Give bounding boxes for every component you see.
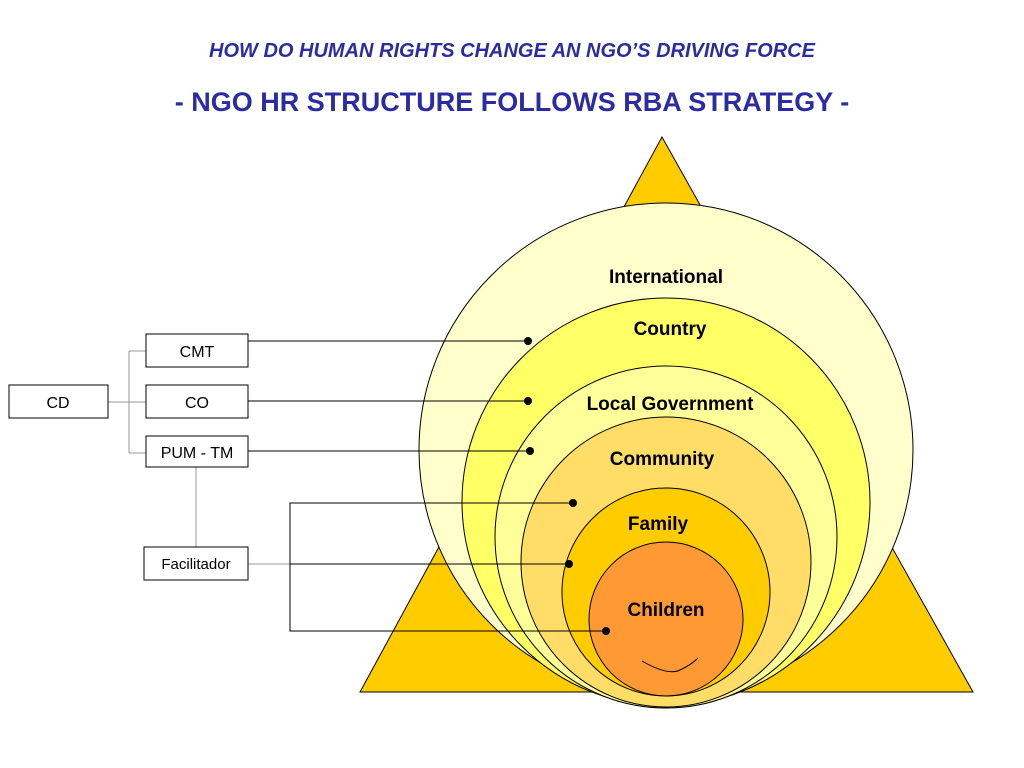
pointer-dot-community — [569, 499, 577, 507]
pointer-dot-children — [602, 627, 610, 635]
facilitador-label: Facilitador — [161, 556, 230, 573]
cd-box: CD — [8, 384, 109, 419]
pointer-dots — [524, 337, 610, 635]
cmt-label: CMT — [180, 344, 215, 361]
international-label: International — [609, 267, 723, 288]
diagram-subtitle: - NGO HR STRUCTURE FOLLOWS RBA STRATEGY … — [174, 87, 850, 117]
co-box: CO — [145, 384, 249, 419]
country-label: Country — [634, 319, 707, 340]
pointer-dot-family — [565, 560, 573, 568]
org-tree-connectors — [108, 350, 290, 565]
family-label: Family — [628, 514, 689, 535]
pointer-dot-international — [524, 337, 532, 345]
cmt-box: CMT — [145, 333, 249, 368]
pointer-dot-country — [524, 397, 532, 405]
pum-tm-label: PUM - TM — [161, 445, 234, 462]
smile-curve — [641, 657, 699, 673]
pointer-dot-local-government — [526, 447, 534, 455]
cd-label: CD — [46, 395, 69, 412]
local-government-label: Local Government — [587, 394, 754, 415]
facilitador-box: Facilitador — [143, 546, 249, 581]
children-label: Children — [627, 600, 704, 621]
pum-tm-box: PUM - TM — [145, 435, 249, 468]
children-circle — [588, 541, 744, 697]
co-label: CO — [185, 395, 209, 412]
pointer-lines — [248, 340, 606, 632]
community-label: Community — [610, 449, 715, 470]
diagram-title: HOW DO HUMAN RIGHTS CHANGE AN NGO’S DRIV… — [209, 40, 815, 62]
